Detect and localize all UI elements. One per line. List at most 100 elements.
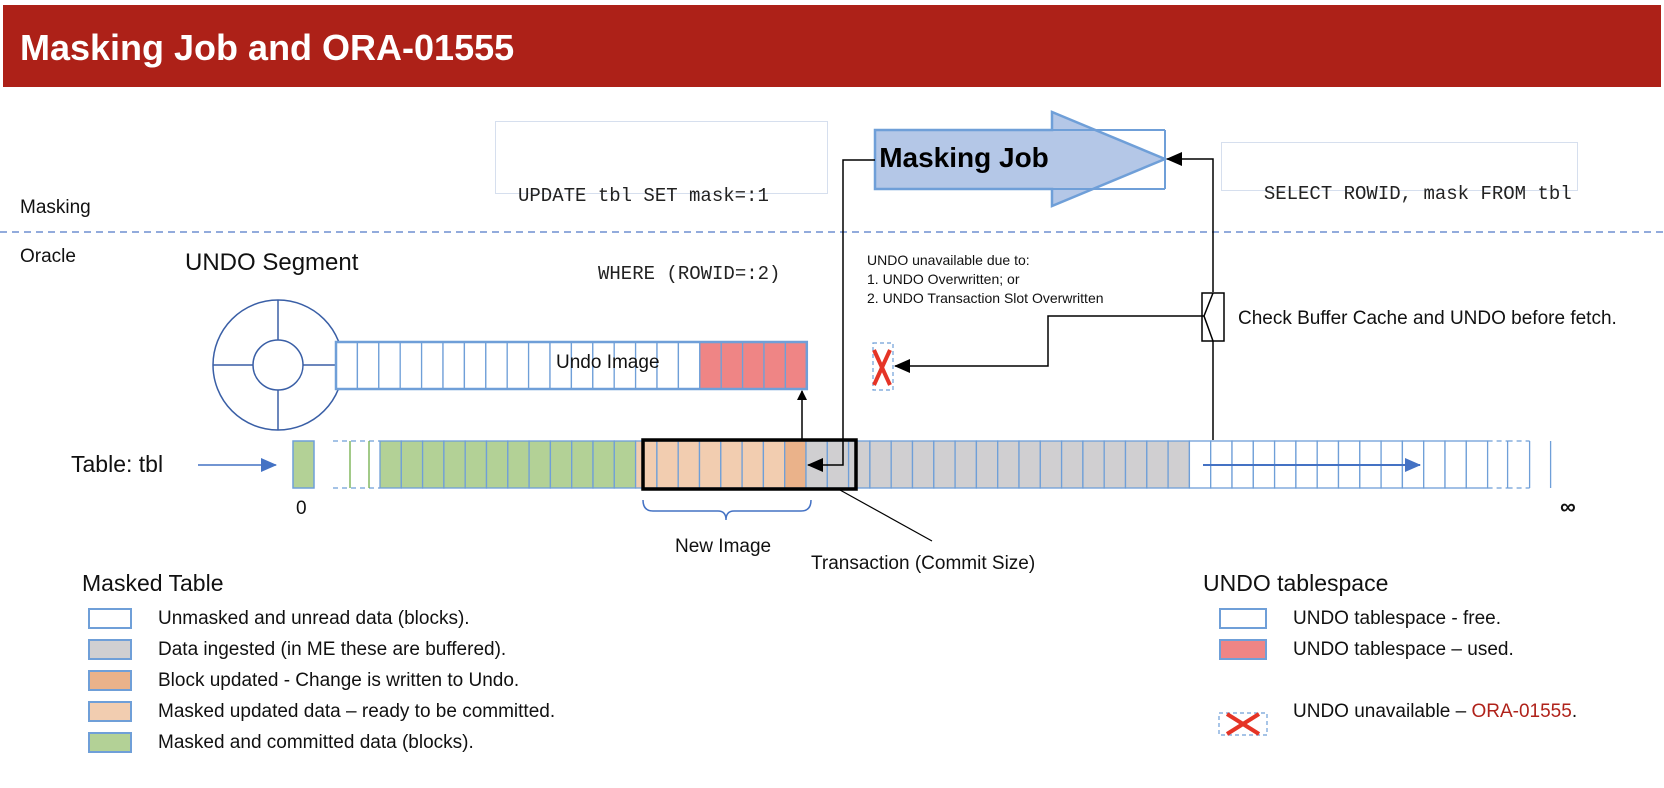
table-block-committed xyxy=(528,440,552,489)
undo-slot-free xyxy=(378,341,401,390)
legend-label: Masked updated data – ready to be commit… xyxy=(158,700,556,722)
undo-slot-used xyxy=(699,341,722,390)
table-block-committed xyxy=(592,440,615,489)
undo-unavailable-box xyxy=(872,342,894,391)
table-block-ingested xyxy=(1103,440,1127,489)
undo-slot-free xyxy=(399,341,423,390)
undo-slot-free xyxy=(420,341,444,390)
update-sql-box: UPDATE tbl SET mask=:1 WHERE (ROWID=:2) xyxy=(495,121,828,285)
undo-slot-used xyxy=(784,341,808,390)
table-block-ingested xyxy=(1082,440,1105,489)
undo-slot-free xyxy=(677,341,701,390)
table-block-masked-updated xyxy=(634,440,658,489)
table-block-ingested xyxy=(1167,440,1191,489)
select-path-line-upper xyxy=(1166,152,1214,292)
legend-swatch-undo-free xyxy=(1219,608,1267,629)
undo-slot-free xyxy=(335,341,359,390)
legend-item: UNDO tablespace – used. xyxy=(1219,634,1577,665)
undo-slot-used xyxy=(741,341,765,390)
table-end-marker: ∞ xyxy=(1560,494,1576,519)
check-switch xyxy=(1201,292,1225,342)
update-sql-line-2: WHERE (ROWID=:2) xyxy=(598,263,781,285)
table-block-committed xyxy=(613,440,637,489)
select-sql-text: SELECT ROWID, mask FROM tbl xyxy=(1263,183,1572,205)
update-sql-line-1: UPDATE tbl SET mask=:1 xyxy=(518,185,769,207)
masking-job-label: Masking Job xyxy=(879,142,1049,173)
legend-unavailable-suffix: . xyxy=(1571,700,1578,722)
note-reason-2: 2. UNDO Transaction Slot Overwritten xyxy=(867,290,1104,306)
table-block-masked-updated xyxy=(677,440,701,489)
legend-label: Unmasked and unread data (blocks). xyxy=(158,607,470,629)
table-block-ingested xyxy=(847,440,871,489)
new-image-label: New Image xyxy=(675,536,772,557)
undo-slot-free xyxy=(463,341,487,390)
select-sql-box: SELECT ROWID, mask FROM tbl xyxy=(1221,142,1578,205)
table-block-unmasked xyxy=(1423,440,1446,489)
legend-label: Data ingested (in ME these are buffered)… xyxy=(158,638,507,660)
legend-label: Block updated - Change is written to Und… xyxy=(158,669,520,691)
table-block-ingested xyxy=(997,440,1020,489)
transaction-label: Transaction (Commit Size) xyxy=(811,553,1036,574)
table-block-committed xyxy=(443,440,466,489)
note-heading: UNDO unavailable due to: xyxy=(867,252,1030,268)
legend-label: UNDO tablespace – used. xyxy=(1293,638,1514,660)
table-block-committed xyxy=(507,440,530,489)
undo-bar-outline xyxy=(334,340,809,391)
note-reason-1: 1. UNDO Overwritten; or xyxy=(867,271,1020,287)
ora-error-code: ORA-01555 xyxy=(1471,700,1572,722)
table-block-ingested xyxy=(1018,440,1041,489)
undo-slot-free xyxy=(527,341,551,390)
table-block-ingested xyxy=(975,440,999,489)
lane-label-oracle: Oracle xyxy=(20,246,76,267)
table-block-committed xyxy=(400,440,424,489)
table-block-committed xyxy=(485,440,509,489)
table-block-masked-updated xyxy=(741,440,765,489)
legend-unavailable-text: UNDO unavailable – xyxy=(1293,700,1472,722)
undo-segment-ring xyxy=(212,299,344,431)
legend-unavailable-swatch xyxy=(1218,712,1268,736)
transaction-pointer-line xyxy=(839,489,933,542)
legend-item: Masked updated data – ready to be commit… xyxy=(88,696,555,727)
table-block-masked-updated xyxy=(762,440,786,489)
legend-swatch-committed xyxy=(88,732,132,753)
legend-swatch-undo-used xyxy=(1219,639,1267,660)
legend-label: UNDO tablespace - free. xyxy=(1293,607,1502,629)
table-label: Table: tbl xyxy=(71,451,164,477)
update-path-line xyxy=(807,159,875,472)
legend-undo-title: UNDO tablespace xyxy=(1203,570,1389,596)
table-block-unmasked xyxy=(1465,440,1489,489)
legend-swatch-block-updated xyxy=(88,670,132,691)
legend-item: UNDO unavailable – ORA-01555. xyxy=(1219,696,1577,727)
undo-slot-used xyxy=(763,341,787,390)
undo-slot-free xyxy=(485,341,508,390)
table-block-committed xyxy=(379,440,402,489)
undo-slot-free xyxy=(442,341,466,390)
legend-item: Data ingested (in ME these are buffered)… xyxy=(88,634,555,665)
table-block-masked-updated xyxy=(720,440,743,489)
table-block-ingested xyxy=(1146,440,1169,489)
legend-item: Unmasked and unread data (blocks). xyxy=(88,603,555,634)
table-block-masked-updated xyxy=(698,440,722,489)
table-block-ingested xyxy=(869,440,892,489)
legend-swatch-masked-updated xyxy=(88,701,132,722)
undo-slot-free xyxy=(356,341,380,390)
undo-slot-used xyxy=(720,341,744,390)
undo-slot-free xyxy=(506,341,530,390)
table-block-ingested xyxy=(1124,440,1148,489)
error-x-icon xyxy=(872,349,892,386)
table-start-marker: 0 xyxy=(296,498,307,519)
error-path-line xyxy=(894,315,1204,373)
legend-masked-table: Masked Table Unmasked and unread data (b… xyxy=(82,570,555,758)
lane-label-masking: Masking xyxy=(20,197,91,218)
undo-unavailable-note: UNDO unavailable due to: 1. UNDO Overwri… xyxy=(867,251,1104,308)
table-block-committed xyxy=(549,440,573,489)
undo-image-bar xyxy=(334,340,809,391)
table-block-masked-updated xyxy=(656,440,679,489)
table-block-ingested xyxy=(1060,440,1084,489)
legend-swatch-ingested xyxy=(88,639,132,660)
legend-label: UNDO unavailable – ORA-01555. xyxy=(1293,701,1577,723)
legend-swatch-unmasked xyxy=(88,608,132,629)
masking-job-arrow xyxy=(873,110,1169,208)
table-block-ingested xyxy=(1039,440,1063,489)
table-block-committed xyxy=(464,440,488,489)
